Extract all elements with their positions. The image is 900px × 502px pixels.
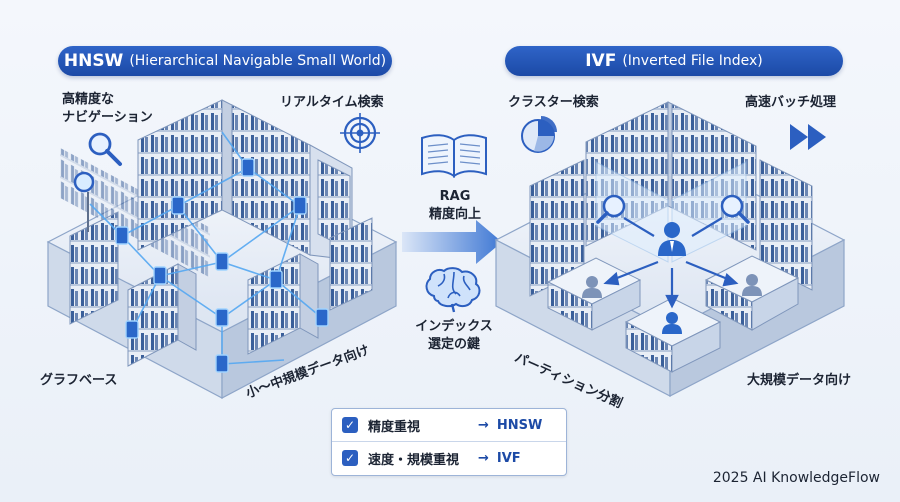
footer-credit: 2025 AI KnowledgeFlow <box>712 470 880 486</box>
hnsw-graph-edges <box>89 131 323 365</box>
ivf-search-magnifier-left <box>596 194 626 224</box>
legend-label: 精度重視 <box>368 419 421 435</box>
legend-row-accuracy: ✓ 精度重視 → HNSW <box>332 409 566 441</box>
legend-target: IVF <box>496 450 521 466</box>
ivf-routing-arrows <box>603 217 739 309</box>
hnsw-feature-navigation: 高精度な ナビゲーション <box>62 91 153 127</box>
legend-target: HNSW <box>496 417 543 433</box>
ivf-feature-cluster: クラスター検索 <box>508 95 599 110</box>
ivf-title-main: IVF <box>585 51 617 71</box>
hnsw-feature-navigation-line1: 高精度な <box>62 92 115 107</box>
hnsw-graph-nodes <box>115 158 329 373</box>
hnsw-feature-graph: グラフベース <box>40 373 118 388</box>
transition-arrow <box>402 220 502 264</box>
checkbox-checked-icon: ✓ <box>342 450 358 466</box>
brain-icon <box>425 267 481 313</box>
ivf-query-person-icon <box>658 222 686 256</box>
ivf-title-sub: (Inverted File Index) <box>622 53 763 69</box>
checkbox-checked-icon: ✓ <box>342 417 358 433</box>
recommendation-legend: ✓ 精度重視 → HNSW ✓ 速度・規模重視 → IVF <box>331 408 567 476</box>
index-choice-label-line2: 選定の鍵 <box>427 337 480 352</box>
ivf-library-illustration <box>494 101 846 397</box>
pie-chart-icon <box>521 116 557 153</box>
ivf-title-pill: IVF (Inverted File Index) <box>505 46 843 76</box>
index-choice-label: インデックス 選定の鍵 <box>406 318 502 354</box>
hnsw-feature-navigation-line2: ナビゲーション <box>62 110 153 125</box>
index-choice-label-line1: インデックス <box>415 319 493 334</box>
legend-label: 速度・規模重視 <box>368 452 460 468</box>
legend-row-speed-scale: ✓ 速度・規模重視 → IVF <box>332 441 566 474</box>
hnsw-library-illustration <box>46 99 398 399</box>
ivf-search-magnifier-right <box>720 194 750 224</box>
rag-label-line1: RAG <box>439 189 471 204</box>
hnsw-back-shelf-right <box>231 104 353 261</box>
rag-label: RAG 精度向上 <box>420 188 490 224</box>
arrow-right-icon: → <box>478 450 489 466</box>
hnsw-title-main: HNSW <box>63 51 124 71</box>
hnsw-feature-realtime: リアルタイム検索 <box>280 95 384 110</box>
ivf-feature-batch: 高速バッチ処理 <box>745 95 837 110</box>
ivf-cluster-people <box>582 274 762 334</box>
magnifier-icon <box>88 132 122 166</box>
target-icon <box>340 113 380 153</box>
hnsw-title-pill: HNSW (Hierarchical Navigable Small World… <box>58 46 392 76</box>
hnsw-title-sub: (Hierarchical Navigable Small World) <box>129 53 387 69</box>
arrow-right-icon: → <box>478 417 489 433</box>
open-book-icon <box>421 134 487 178</box>
fast-forward-icon <box>790 124 826 150</box>
rag-label-line2: 精度向上 <box>428 207 481 222</box>
ivf-feature-scale: 大規模データ向け <box>747 373 852 388</box>
